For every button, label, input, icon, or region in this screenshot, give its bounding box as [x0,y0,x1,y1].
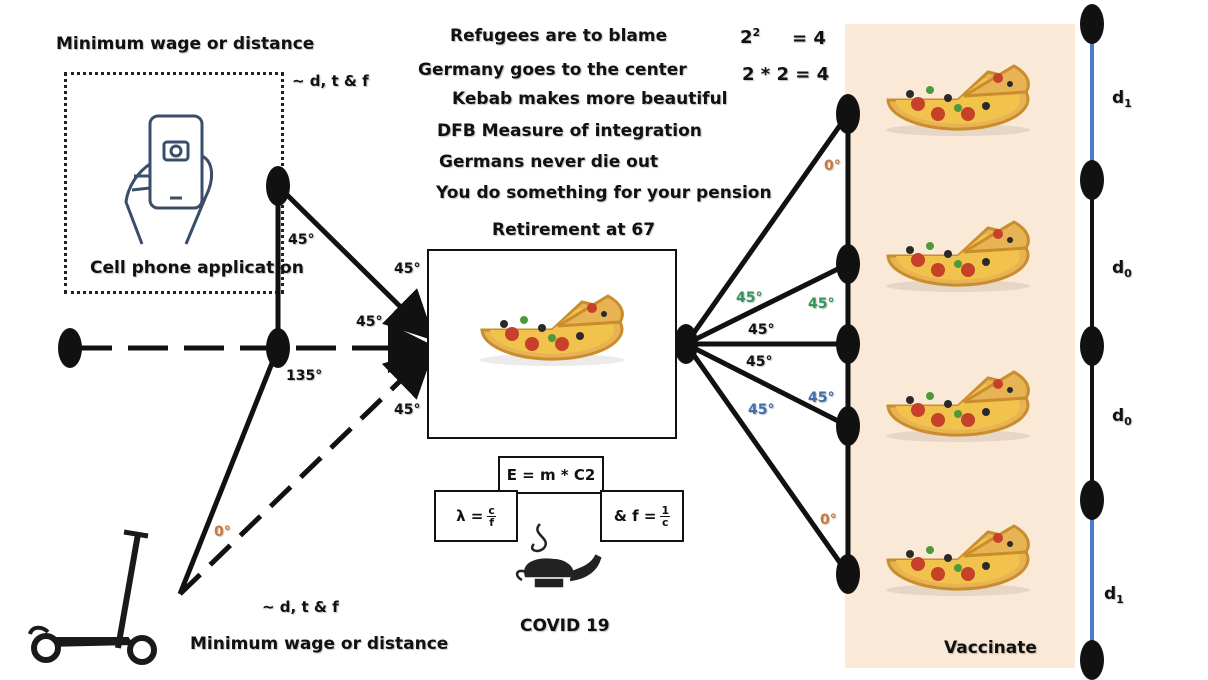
covid-label: COVID 19 [520,616,610,636]
minimum-wage-label-bottom: Minimum wage or distance [190,634,449,654]
distance-label: d0 [1112,258,1132,280]
magic-lamp-icon [515,523,602,588]
statement: Kebab makes more beautiful [452,89,728,109]
energy-formula-box: E = m * C2 [498,456,604,494]
cell-phone-app-label: Cell phone application [90,258,304,278]
e-scooter-icon [28,529,157,665]
pizza-icon [884,524,1032,598]
angle-label: 45° [394,402,421,418]
angle-label: 0° [824,158,841,174]
pizza-icon [884,64,1032,138]
node [674,324,698,364]
product-expression: 2 * 2 = 4 [742,64,830,85]
dtf-label-top: ~ d, t & f [292,72,369,90]
power-result: = 4 [792,28,826,49]
node [1080,4,1104,44]
node [58,328,82,368]
statement: DFB Measure of integration [437,121,702,141]
retirement-label: Retirement at 67 [492,220,656,240]
node [836,94,860,134]
distance-label: d0 [1112,406,1132,428]
node [1080,326,1104,366]
distance-label: d1 [1112,88,1132,110]
statement: Germans never die out [439,152,659,172]
angle-label: 45° [394,261,421,277]
angle-label: 45° [748,402,775,418]
angle-label: 0° [214,524,231,540]
angle-label: 45° [748,322,775,338]
node [266,166,290,206]
pizza-icon [884,370,1032,444]
angle-label: 45° [288,232,315,248]
angle-label: 45° [808,390,835,406]
angle-label: 45° [736,290,763,306]
dtf-label-bottom: ~ d, t & f [262,598,339,616]
angle-label: 0° [820,512,837,528]
statement: You do something for your pension [436,183,772,203]
angle-label: 45° [746,354,773,370]
node [836,554,860,594]
smartphone-hand-icon [124,114,213,245]
power-expression: 22 [740,26,761,48]
node [266,328,290,368]
statement: Refugees are to blame [450,26,668,46]
node [1080,160,1104,200]
node [1080,640,1104,680]
angle-label: 45° [808,296,835,312]
node [836,244,860,284]
node [836,406,860,446]
vaccinate-label: Vaccinate [944,638,1037,658]
pizza-icon [884,220,1032,294]
minimum-wage-label-top: Minimum wage or distance [56,34,315,54]
node [836,324,860,364]
node [1080,480,1104,520]
distance-label: d1 [1104,584,1124,606]
statement: Germany goes to the center [418,60,687,80]
angle-label: 45° [356,314,383,330]
angle-label: 135° [286,368,323,384]
